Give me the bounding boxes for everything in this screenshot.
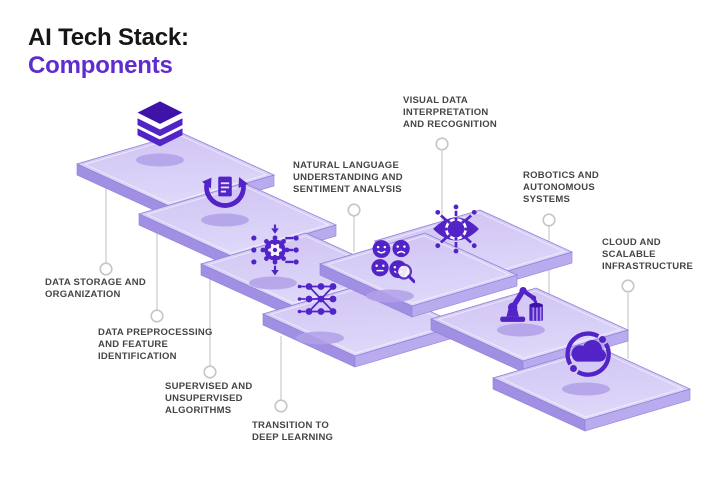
vision-eye-icon [431, 204, 481, 254]
label-line: IDENTIFICATION [98, 351, 177, 362]
platform-top-face [318, 232, 519, 307]
leader-dot-data-preprocessing-and-feature-identification [150, 309, 164, 323]
icon-shadow [562, 382, 610, 396]
title-block: AI Tech Stack: Components [28, 24, 189, 80]
icon-shadow [366, 289, 414, 303]
leader-dot-cloud-and-scalable-infrastructure [621, 279, 635, 293]
label-line: NATURAL LANGUAGE [293, 160, 400, 171]
leader-dot-visual-data-interpretation-and-recognition [435, 137, 449, 151]
leader-dot-supervised-and-unsupervised-algorithms [203, 365, 217, 379]
label-line: SUPERVISED AND [165, 381, 253, 392]
label-line: ALGORITHMS [165, 405, 232, 416]
label-line: UNSUPERVISED [165, 393, 243, 404]
label-line: ROBOTICS AND [523, 170, 600, 181]
leader-dot-natural-language-understanding-and-sentiment-analysis [347, 203, 361, 217]
label-line: DEEP LEARNING [252, 432, 334, 443]
label-line: SENTIMENT ANALYSIS [293, 184, 402, 195]
label-line: SCALABLE [602, 249, 656, 260]
label-line: INFRASTRUCTURE [602, 261, 694, 272]
label-line: UNDERSTANDING AND [293, 172, 403, 183]
leader-dots-layer [99, 137, 635, 413]
label-line: AND FEATURE [98, 339, 169, 350]
label-line: SYSTEMS [523, 194, 571, 205]
leader-lines-layer [105, 151, 629, 400]
leader-dot-data-storage-and-organization [99, 262, 113, 276]
platform-cloud-and-scalable-infrastructure [491, 346, 692, 432]
platform-natural-language-understanding-and-sentiment-analysis [318, 232, 519, 318]
label-line: CLOUD AND [602, 237, 661, 248]
label-line: DATA PREPROCESSING [98, 327, 213, 338]
label-line: INTERPRETATION [403, 107, 489, 118]
icon-shadow [497, 323, 545, 337]
label-line: VISUAL DATA [403, 95, 469, 106]
label-line: DATA STORAGE AND [45, 277, 146, 288]
page-title: AI Tech Stack: Components [28, 24, 189, 80]
title-line-2: Components [28, 52, 173, 79]
label-line: TRANSITION TO [252, 420, 329, 431]
title-line-1: AI Tech Stack: [28, 24, 189, 51]
icon-shadow [201, 213, 249, 227]
leader-dot-robotics-and-autonomous-systems [542, 213, 556, 227]
platform-transition-to-deep-learning [261, 282, 462, 368]
label-line: AUTONOMOUS [523, 182, 595, 193]
leader-dot-transition-to-deep-learning [274, 399, 288, 413]
icon-shadow [136, 153, 184, 167]
label-line: AND RECOGNITION [403, 119, 497, 130]
label-line: ORGANIZATION [45, 289, 121, 300]
icon-shadow [249, 276, 297, 290]
icon-shadow [296, 331, 344, 345]
